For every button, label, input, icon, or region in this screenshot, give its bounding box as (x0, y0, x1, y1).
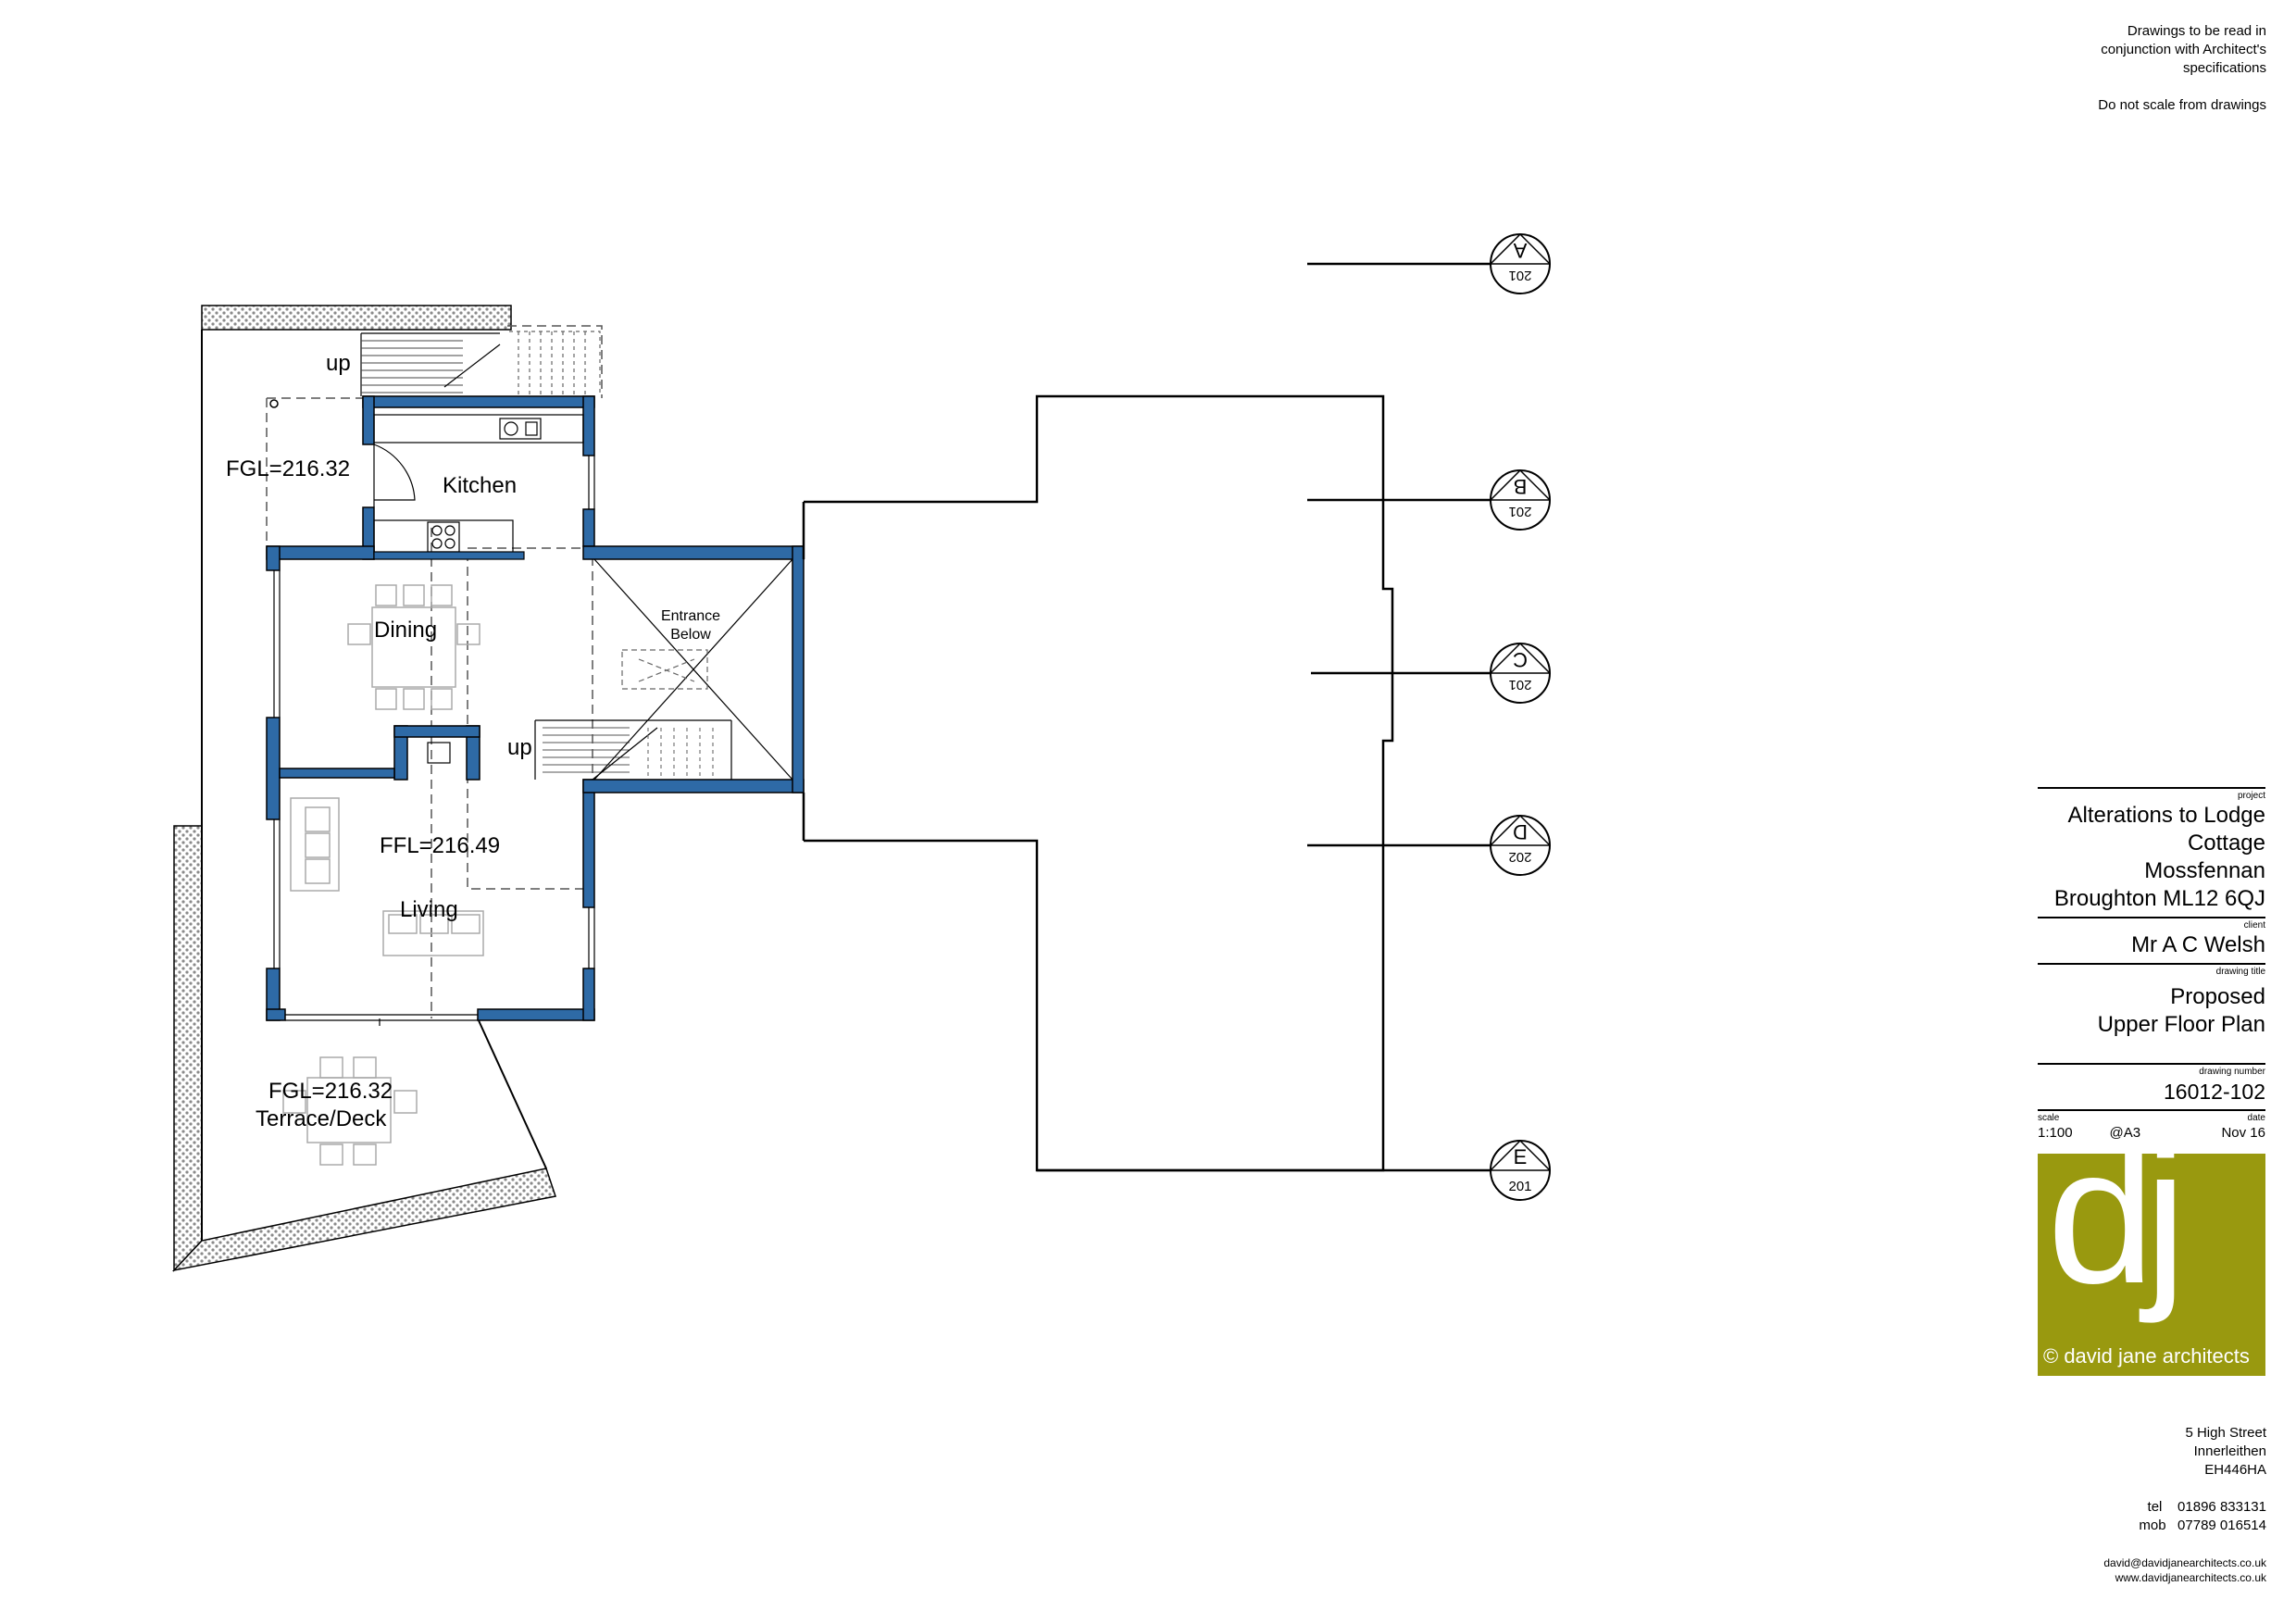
windows (273, 456, 595, 1026)
company-logo: dj © david jane architects (2038, 1118, 2265, 1376)
logo-brand: © david jane architects (2043, 1344, 2250, 1368)
logo-mark: dj (2047, 1106, 2187, 1324)
section-sheet: 201 (1508, 504, 1531, 519)
project-line: Broughton ML12 6QJ (2053, 886, 2265, 911)
walls (266, 395, 805, 1021)
section-letter: A (1513, 239, 1527, 262)
external-steps (360, 331, 601, 396)
living-furniture (290, 797, 484, 956)
company-phone: tel 01896 833131 mob 07789 016514 (2139, 1498, 2266, 1535)
note-line: Do not scale from drawings (2098, 97, 2266, 113)
section-letter: E (1514, 1145, 1528, 1168)
wall-divider (279, 768, 395, 779)
address-line: EH446HA (2204, 1462, 2266, 1478)
drawing-number: 16012-102 (2164, 1080, 2265, 1104)
fgl-terrace-label: FGL=216.32 (268, 1079, 393, 1104)
client-name: Mr A C Welsh (2131, 932, 2265, 957)
terrace-furniture (282, 1056, 418, 1166)
section-marker-d: D 202 (1490, 814, 1551, 876)
wall-chimney-top (393, 725, 480, 738)
kitchen-label: Kitchen (443, 473, 517, 498)
wall-right-mid (582, 779, 595, 908)
general-notes: Drawings to be read in conjunction with … (2098, 22, 2266, 115)
project-line: Mossfennan (2144, 858, 2265, 883)
section-sheet: 202 (1508, 849, 1531, 865)
email-link[interactable]: david@davidjanearchitects.co.uk (2103, 1556, 2266, 1569)
wall-stair-right (792, 545, 805, 793)
website-link[interactable]: www.davidjanearchitects.co.uk (2115, 1571, 2266, 1584)
wall-kitchen-right (582, 395, 595, 456)
terrace-label: Terrace/Deck (256, 1106, 387, 1131)
entrance-label-1: Entrance (661, 608, 720, 624)
section-marker-b: B 201 (1490, 468, 1551, 531)
address-line: Innerleithen (2193, 1443, 2266, 1459)
wall-stair-bottom (582, 779, 805, 793)
date-value: Nov 16 (2221, 1125, 2265, 1141)
living-label: Living (400, 897, 458, 922)
section-letter: B (1514, 475, 1528, 498)
drawing-title-line: Upper Floor Plan (2097, 1012, 2265, 1037)
address-line: 5 High Street (2185, 1425, 2266, 1441)
section-marker-c: C 201 (1490, 642, 1551, 704)
note-line: conjunction with Architect's (2101, 42, 2266, 57)
section-letter: D (1513, 820, 1528, 843)
project-label: project (2237, 791, 2265, 801)
plan-labels: up FGL=216.32 Kitchen Dining Entrance Be… (226, 351, 720, 1131)
paper-size: @A3 (2109, 1125, 2141, 1141)
note-line: specifications (2182, 60, 2266, 76)
date-label: date (2247, 1113, 2265, 1123)
section-marker-e: E 201 (1490, 1139, 1551, 1201)
dining-label: Dining (374, 618, 437, 643)
project-line: Alterations to Lodge Cottage (2067, 803, 2265, 856)
wall-bottom-right (477, 1008, 595, 1021)
stair-up-mid-label: up (507, 735, 532, 760)
entrance-label-2: Below (670, 627, 711, 643)
wall-dining-top-left (266, 545, 375, 560)
section-letter: C (1513, 648, 1528, 671)
drawing-number-label: drawing number (2199, 1067, 2265, 1077)
phone-line: tel 01896 833131 (2147, 1499, 2266, 1515)
wall-left-upper (266, 545, 281, 571)
section-lines (1037, 262, 1491, 1172)
note-line: Drawings to be read in (2127, 23, 2266, 39)
wall-kitchen-mid-right (582, 508, 595, 547)
boundary-strip-left (173, 825, 203, 1272)
section-sheet: 201 (1508, 677, 1531, 693)
kitchen-fittings (373, 414, 584, 560)
title-block: project Alterations to Lodge Cottage Mos… (2038, 783, 2265, 1376)
site-boundary (171, 305, 556, 1272)
section-sheet: 201 (1508, 268, 1531, 283)
wall-left-mid (266, 717, 281, 820)
company-contact: david@davidjanearchitects.co.uk www.davi… (2103, 1555, 2266, 1585)
marker-dot (269, 399, 279, 408)
entrance-void (593, 558, 793, 781)
wall-bottom-left (266, 1008, 286, 1021)
fgl-top-label: FGL=216.32 (226, 456, 350, 481)
existing-building-outline (802, 394, 1394, 1172)
wall-right-lower (582, 968, 595, 1021)
scale-value: 1:100 (2038, 1125, 2073, 1141)
drawing-title-label: drawing title (2215, 967, 2265, 977)
wall-dining-top-right (582, 545, 805, 560)
wall-kitchen-top (362, 395, 595, 408)
boundary-strip-top (201, 305, 512, 331)
section-marker-a: A 201 (1490, 232, 1551, 294)
company-address: 5 High Street Innerleithen EH446HA (2185, 1424, 2266, 1480)
ffl-label: FFL=216.49 (380, 833, 500, 858)
boundary-strip-bottom (171, 1168, 556, 1272)
terrace-edge (477, 1018, 547, 1169)
section-sheet: 201 (1508, 1179, 1531, 1194)
scale-label: scale (2038, 1113, 2060, 1123)
drawing-title-line: Proposed (2170, 984, 2265, 1009)
mobile-line: mob 07789 016514 (2139, 1518, 2266, 1533)
dining-furniture (347, 584, 480, 710)
wall-kitchen-left (362, 395, 375, 445)
client-label: client (2243, 920, 2265, 931)
stove (427, 742, 451, 764)
internal-stair (534, 719, 732, 781)
stair-up-top-label: up (326, 351, 351, 376)
